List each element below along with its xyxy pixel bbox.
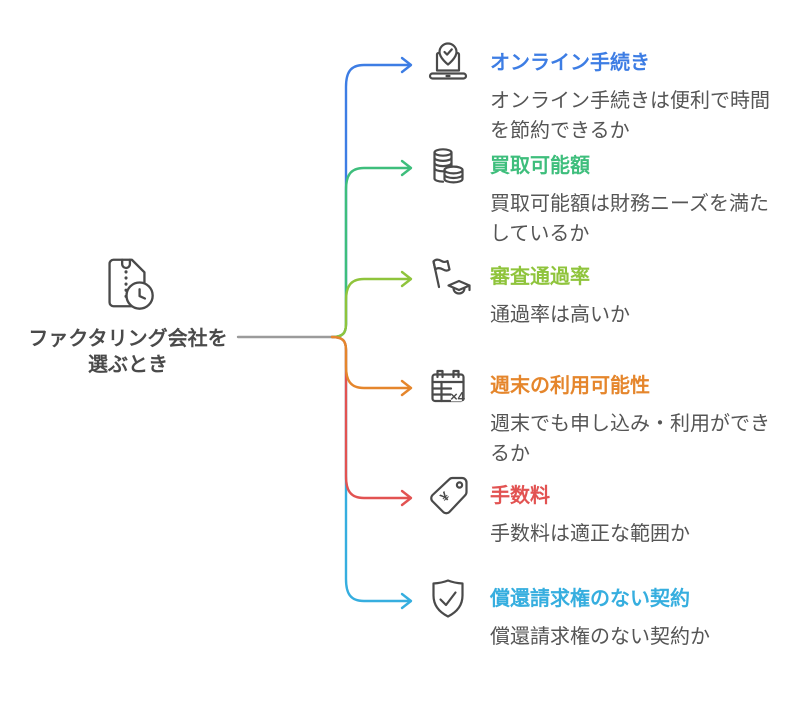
connector-branch-amount [330,166,411,339]
arrowhead-amount [400,159,413,177]
branch-title: 週末の利用可能性 [490,375,650,397]
arrowhead-fees [400,489,413,507]
zip-file-clock-icon [96,252,158,314]
shield-check-icon [424,576,472,624]
arrowhead-approval [400,270,413,288]
branch-title: 手数料 [490,485,550,507]
branch-title: 買取可能額 [490,155,590,177]
connector-branch-nonrecourse [330,335,411,603]
branch-description: 償還請求権のない契約か [490,626,710,648]
branch-description: 通過率は高いか [490,304,630,326]
flag-graduation-icon [424,254,472,302]
branch-title: 償還請求権のない契約 [490,588,690,610]
branch-description: 買取可能額は財務ニーズを満た しているか [490,193,769,245]
svg-text:×4: ×4 [450,389,466,404]
arrowhead-nonrecourse [400,592,413,610]
branch-description: 手数料は適正な範囲か [490,523,690,545]
connector-branch-fees [330,335,411,500]
arrowhead-online [400,56,413,74]
connector-branch-weekend [330,335,411,390]
branch-title: オンライン手続き [490,52,650,74]
arrowhead-weekend [400,379,413,397]
coin-stack-icon [424,143,472,191]
branch-description: 週末でも申し込み・利用ができ るか [490,413,770,465]
connector-branch-approval [330,277,411,339]
calendar-x4-icon: ×4 [424,363,472,411]
branch-description: オンライン手続きは便利で時間 を節約できるか [490,90,770,142]
svg-text:¥: ¥ [437,488,453,505]
laptop-check-icon [424,40,472,88]
center-label: ファクタリング会社を 選ぶとき [28,328,228,376]
connector-branch-online [330,63,411,339]
branch-title: 審査通過率 [490,266,590,288]
price-tag-icon: ¥ [424,473,472,521]
